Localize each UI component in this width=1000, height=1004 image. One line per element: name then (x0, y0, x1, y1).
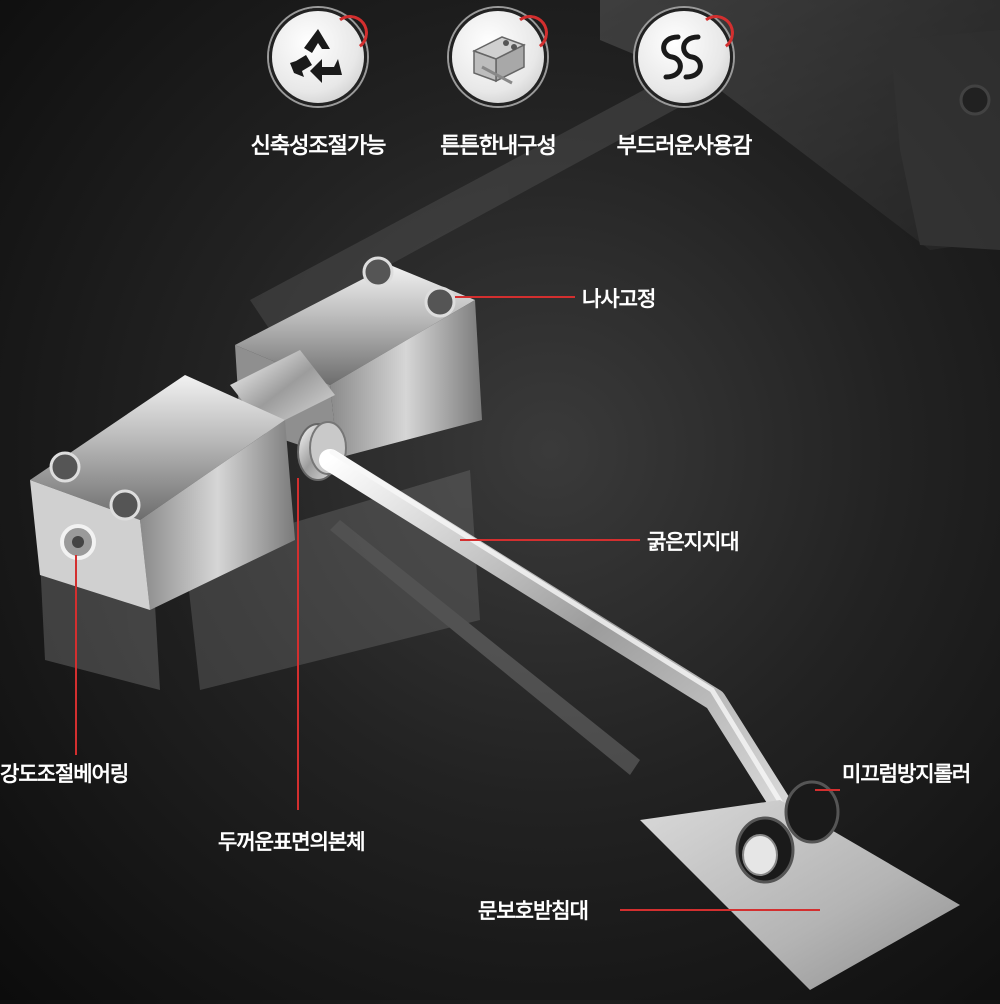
callout-protection-pad: 문보호받침대 (478, 899, 589, 923)
smooth-ss-icon (635, 8, 733, 106)
feature-adjustable: 신축성조절가능 (251, 8, 386, 160)
recycle-icon (269, 8, 367, 106)
screw-hole (424, 286, 456, 318)
callout-screw-fixing: 나사고정 (582, 287, 656, 311)
protection-pad (640, 800, 960, 990)
feature-smooth: 부드러운사용감 (617, 8, 752, 160)
callout-lines (75, 296, 840, 911)
feature-label: 부드러운사용감 (616, 134, 753, 159)
screw-hole (109, 489, 141, 521)
callout-bearing: 강도조절베어링 (0, 762, 129, 786)
feature-label: 신축성조절가능 (250, 134, 387, 159)
anti-slip-roller (735, 780, 840, 884)
callout-anti-slip-roller: 미끄럼방지롤러 (842, 762, 971, 786)
front-housing (30, 375, 295, 610)
support-arm (319, 449, 811, 846)
screw-hole (362, 256, 394, 288)
metal-block-icon (449, 8, 547, 106)
feature-label: 튼튼한내구성 (440, 134, 556, 159)
callout-thick-body: 두꺼운표면의본체 (218, 830, 366, 854)
screw-hole (49, 451, 81, 483)
callout-thick-arm: 굵은지지대 (647, 530, 740, 554)
feature-durable: 튼튼한내구성 (438, 8, 558, 160)
